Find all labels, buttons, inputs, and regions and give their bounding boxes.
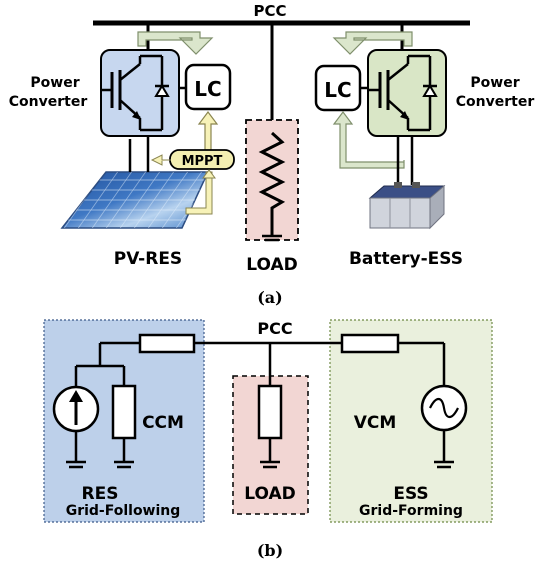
load-impedance-b xyxy=(257,384,283,440)
current-source-icon xyxy=(52,385,100,433)
part-a: PCC LC Pow xyxy=(9,2,535,307)
ground-icon xyxy=(66,460,134,469)
grid-following-label: Grid-Following xyxy=(66,503,181,519)
power-converter-label-right-line2: Converter xyxy=(456,94,535,110)
lc-filter-left: LC xyxy=(184,63,232,111)
flow-arrow-right-top xyxy=(332,31,413,55)
grid-forming-label: Grid-Forming xyxy=(359,503,463,519)
power-converter-right xyxy=(367,49,447,137)
power-converter-label-left-line1: Power xyxy=(30,75,79,91)
ess-region xyxy=(329,319,493,523)
ground-icon xyxy=(260,460,280,469)
pv-res-label: PV-RES xyxy=(114,249,182,269)
mppt-badge: MPPT xyxy=(169,149,235,170)
vcm-label: VCM xyxy=(354,413,397,433)
pcc-label-b: PCC xyxy=(257,319,292,338)
load-label-a: LOAD xyxy=(246,255,298,275)
mppt-label: MPPT xyxy=(182,154,223,169)
part-b: PCC CCM RES Grid-Following LO xyxy=(43,319,493,560)
mppt-to-lc-arrow xyxy=(197,111,219,151)
power-converter-label-left-line2: Converter xyxy=(9,94,88,110)
shunt-impedance-res xyxy=(111,384,137,440)
battery-pack xyxy=(368,182,446,230)
pcc-label-a: PCC xyxy=(253,2,286,20)
mppt-left-arrow xyxy=(150,154,171,166)
line-impedance-left xyxy=(138,333,196,354)
line-impedance-right xyxy=(340,333,400,354)
caption-a: (a) xyxy=(257,288,283,307)
load-a xyxy=(245,119,299,242)
lc-label-right: LC xyxy=(324,78,351,102)
load-label-b: LOAD xyxy=(244,484,296,504)
lc-filter-right: LC xyxy=(314,64,362,112)
flow-arrow-left-top xyxy=(137,31,214,55)
ac-voltage-source-icon xyxy=(420,384,468,432)
ground-icon xyxy=(434,460,454,469)
res-label: RES xyxy=(82,484,119,504)
power-converter-label-right-line1: Power xyxy=(470,75,519,91)
battery-ess-label: Battery-ESS xyxy=(349,249,463,269)
power-converter-left xyxy=(100,49,180,137)
lc-label-left: LC xyxy=(194,77,221,101)
pv-panel xyxy=(60,136,216,229)
caption-b: (b) xyxy=(257,541,283,560)
ccm-label: CCM xyxy=(142,413,184,433)
ess-label: ESS xyxy=(393,484,428,504)
